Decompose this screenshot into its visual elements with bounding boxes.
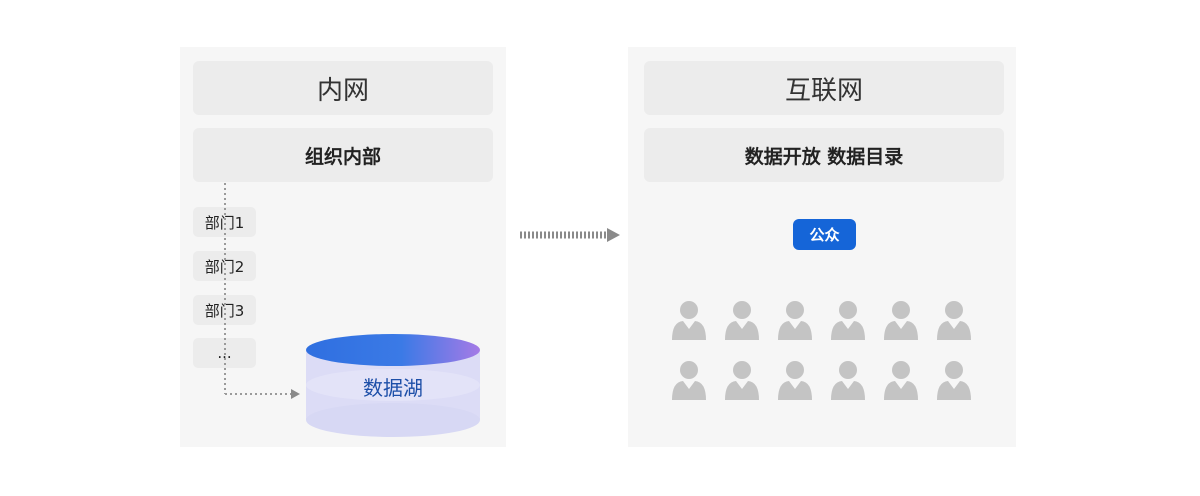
public-people-group [672, 301, 971, 400]
person-icon [831, 361, 865, 400]
data-lake-label: 数据湖 [363, 376, 423, 400]
internet-title: 互联网 [644, 61, 1004, 115]
intranet-to-internet-arrowhead [607, 228, 620, 242]
person-icon [672, 301, 706, 340]
open-data-catalog-box: 数据开放 数据目录 [644, 128, 1004, 182]
person-icon [884, 361, 918, 400]
department-label: 部门3 [204, 301, 245, 320]
org-internal-box: 组织内部 [193, 128, 493, 182]
internet-title-label: 互联网 [784, 75, 863, 106]
department-item: 部门1 [193, 207, 256, 237]
department-label: 部门1 [204, 213, 245, 232]
person-icon [672, 361, 706, 400]
person-icon [937, 301, 971, 340]
open-data-catalog-label: 数据开放 数据目录 [744, 145, 904, 168]
public-badge: 公众 [793, 219, 856, 250]
person-icon [778, 301, 812, 340]
person-icon [725, 301, 759, 340]
person-icon [884, 301, 918, 340]
person-icon [831, 301, 865, 340]
person-icon [778, 361, 812, 400]
person-icon [937, 361, 971, 400]
data-lake-icon [306, 334, 480, 437]
public-label: 公众 [809, 226, 840, 244]
intranet-title-label: 内网 [316, 75, 369, 106]
lake-connector-arrowhead [291, 389, 300, 399]
department-item: 部门2 [193, 251, 256, 281]
intranet-title: 内网 [193, 61, 493, 115]
org-internal-label: 组织内部 [304, 145, 381, 168]
department-label: 部门2 [204, 257, 245, 276]
person-icon [725, 361, 759, 400]
